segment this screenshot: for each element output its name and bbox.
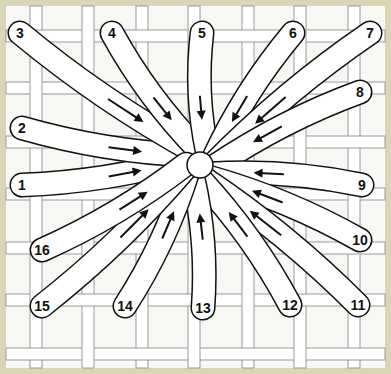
- thread-edge: [135, 360, 149, 361]
- thread-edge: [347, 360, 361, 361]
- callout-number: 13: [195, 300, 211, 316]
- direction-arrow: [254, 214, 281, 235]
- direction-arrow: [257, 192, 283, 202]
- thread-edge: [347, 348, 361, 349]
- callout-number: 7: [366, 25, 374, 41]
- stitch-fill: [214, 92, 360, 167]
- direction-arrow: [108, 99, 139, 119]
- callout-number: 5: [198, 25, 206, 41]
- thread-edge: [29, 348, 43, 349]
- callout-number: 11: [351, 297, 366, 313]
- arrowhead: [253, 134, 263, 142]
- callout-number: 16: [34, 242, 50, 258]
- thread-edge: [241, 42, 255, 43]
- direction-arrow: [119, 194, 143, 209]
- arrowhead: [166, 211, 174, 221]
- stitch-outline: [193, 177, 204, 308]
- stitch-outline: [112, 33, 199, 151]
- callout-number: 9: [358, 177, 366, 193]
- direction-arrow: [257, 126, 281, 139]
- direction-arrow: [120, 213, 145, 238]
- stitch-outline: [214, 92, 360, 167]
- arrowhead: [132, 168, 142, 177]
- stitch-outline: [199, 33, 207, 153]
- callout-number: 2: [18, 120, 26, 136]
- thread-edge: [29, 148, 43, 149]
- thread-crossing: [241, 30, 255, 42]
- thread-crossing: [29, 348, 43, 360]
- arrowhead: [229, 212, 238, 222]
- thread-edge: [81, 294, 95, 295]
- arrowhead: [250, 211, 260, 220]
- arrowhead: [133, 146, 143, 155]
- callout-number: 15: [34, 298, 50, 314]
- thread-edge: [241, 348, 255, 349]
- stitch-fill: [112, 33, 199, 151]
- arrowhead: [255, 115, 265, 124]
- arrowhead: [139, 209, 149, 219]
- arrowhead: [163, 111, 172, 121]
- thread-edge: [135, 348, 149, 349]
- thread-crossing: [135, 30, 149, 42]
- arrowhead: [197, 110, 206, 119]
- arrowhead: [134, 113, 144, 122]
- callout-number: 8: [356, 84, 364, 100]
- thread-edge: [347, 254, 361, 255]
- stitch-outline: [42, 164, 186, 250]
- thread-crossing: [135, 348, 149, 360]
- thread-edge: [241, 360, 255, 361]
- thread-edge: [347, 136, 361, 137]
- thread-edge: [135, 42, 149, 43]
- thread-edge: [135, 30, 149, 31]
- callout-number: 6: [289, 25, 297, 41]
- thread-crossing: [347, 348, 361, 360]
- arrowhead: [252, 190, 262, 198]
- arrowhead: [232, 112, 240, 122]
- arrowhead: [196, 213, 205, 222]
- thread-crossing: [347, 136, 361, 148]
- callout-number: 10: [352, 232, 368, 248]
- thread-edge: [241, 30, 255, 31]
- callout-number: 12: [282, 297, 298, 313]
- stitch-fill: [199, 33, 207, 153]
- stitch-fill: [42, 164, 186, 250]
- callout-number: 1: [18, 177, 26, 193]
- arrowhead: [138, 192, 148, 201]
- direction-arrow: [259, 97, 286, 121]
- thread-edge: [29, 360, 43, 361]
- thread-edge: [81, 200, 95, 201]
- thread-crossing: [81, 294, 95, 306]
- stitch-fill: [193, 177, 204, 308]
- callout-number: 3: [16, 25, 24, 41]
- thread-edge: [81, 306, 95, 307]
- thread-crossing: [241, 348, 255, 360]
- thread-edge: [347, 148, 361, 149]
- callout-number: 14: [117, 298, 133, 314]
- direction-arrow: [109, 171, 137, 176]
- direction-arrow: [108, 147, 137, 151]
- callout-number: 4: [108, 25, 116, 41]
- arrowhead: [254, 169, 263, 178]
- center-hole: [187, 152, 213, 178]
